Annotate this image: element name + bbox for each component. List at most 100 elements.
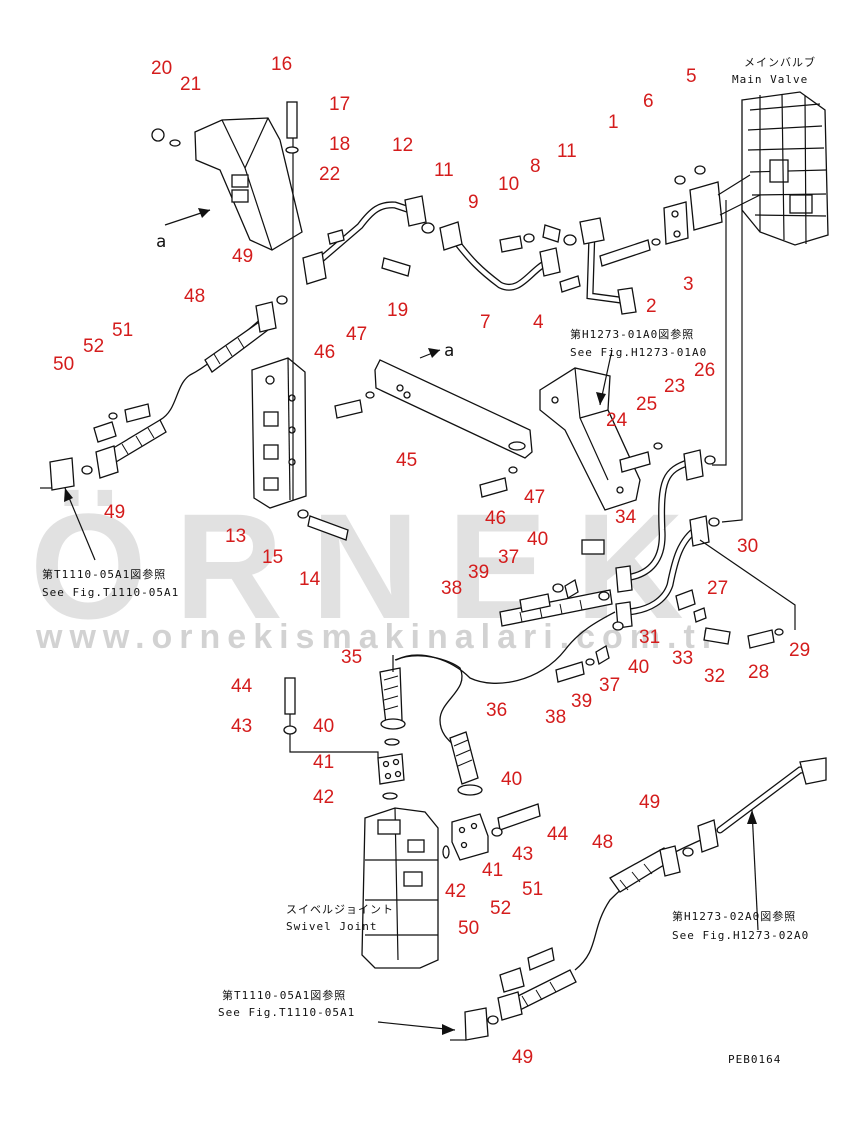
part-label-3: 3 <box>683 274 694 295</box>
caption-ref-h127302-jp: 第H1273-02A0図参照 <box>672 909 796 923</box>
part-label-2: 2 <box>646 296 657 317</box>
part-label-28: 28 <box>748 662 769 683</box>
part-label-37a: 37 <box>498 547 519 568</box>
caption-ref-t111005-b-en: See Fig.T1110-05A1 <box>218 1006 355 1019</box>
part-label-50b: 50 <box>458 918 479 939</box>
part-label-26: 26 <box>694 360 715 381</box>
part-label-17: 17 <box>329 94 350 115</box>
part-label-16: 16 <box>271 54 292 75</box>
hose-35 <box>380 655 406 730</box>
fasteners <box>81 101 784 1025</box>
part-label-11b: 11 <box>557 141 577 162</box>
part-label-47b: 47 <box>524 487 545 508</box>
diagram-code: PEB0164 <box>728 1053 781 1066</box>
part-label-44a: 44 <box>231 676 253 697</box>
part-label-49d: 49 <box>512 1047 533 1068</box>
part-label-11a: 11 <box>434 160 454 181</box>
caption-main-valve-en: Main Valve <box>732 73 808 86</box>
bracket-24 <box>539 367 641 511</box>
part-label-13: 13 <box>225 526 246 547</box>
part-label-8: 8 <box>530 156 541 177</box>
watermark-logo: ÖRNEK <box>30 482 712 650</box>
part-label-39a: 39 <box>468 562 489 583</box>
part-label-10: 10 <box>498 174 519 195</box>
bracket-45 <box>374 359 533 459</box>
part-label-41b: 41 <box>482 860 503 881</box>
leader-lines <box>699 200 796 630</box>
part-label-29: 29 <box>789 640 810 661</box>
hose-36 <box>379 589 616 796</box>
hose-lower-left <box>450 967 577 1041</box>
main-valve <box>741 91 829 246</box>
bracket-16 <box>194 117 303 251</box>
caption-swivel-en: Swivel Joint <box>286 920 377 933</box>
caption-ref-h127302-en: See Fig.H1273-02A0 <box>672 929 809 942</box>
part-label-18: 18 <box>329 134 350 155</box>
pipe-7 <box>439 221 561 291</box>
part-label-32: 32 <box>704 666 725 687</box>
pipe-2 <box>579 217 637 315</box>
part-labels: 1 2 3 4 5 6 7 8 9 10 11 11 12 13 14 15 1… <box>53 54 810 1068</box>
arrows <box>64 208 759 1035</box>
part-label-51a: 51 <box>112 320 133 341</box>
part-label-42a: 42 <box>313 787 334 808</box>
block-41-lower <box>442 813 489 861</box>
part-label-20: 20 <box>151 58 172 79</box>
part-label-15: 15 <box>262 547 283 568</box>
part-label-52a: 52 <box>83 336 104 357</box>
part-label-46a: 46 <box>314 342 335 363</box>
part-label-4: 4 <box>533 312 544 333</box>
part-label-35: 35 <box>341 647 362 668</box>
part-label-12: 12 <box>392 135 413 156</box>
pipe-12 <box>302 195 427 285</box>
part-label-40d: 40 <box>501 769 522 790</box>
arrow-label-a2: a <box>444 341 455 361</box>
part-label-39b: 39 <box>571 691 592 712</box>
part-label-38a: 38 <box>441 578 462 599</box>
part-label-45: 45 <box>396 450 417 471</box>
part-label-44b: 44 <box>547 824 569 845</box>
part-label-6: 6 <box>643 91 654 112</box>
part-label-41a: 41 <box>313 752 334 773</box>
part-label-30: 30 <box>737 536 758 557</box>
part-label-50a: 50 <box>53 354 74 375</box>
part-label-14: 14 <box>299 569 321 590</box>
caption-ref-t111005-b-jp: 第T1110-05A1図参照 <box>222 988 346 1002</box>
part-label-24: 24 <box>606 410 628 431</box>
part-label-52b: 52 <box>490 898 511 919</box>
part-label-42b: 42 <box>445 881 466 902</box>
part-label-40b: 40 <box>628 657 649 678</box>
part-label-37b: 37 <box>599 675 620 696</box>
part-label-27: 27 <box>707 578 728 599</box>
part-label-48a: 48 <box>184 286 205 307</box>
part-label-40a: 40 <box>527 529 548 550</box>
part-label-31: 31 <box>639 627 660 648</box>
part-label-49c: 49 <box>639 792 660 813</box>
part-label-38b: 38 <box>545 707 566 728</box>
part-label-49a: 49 <box>232 246 253 267</box>
caption-ref-t111005-a-jp: 第T1110-05A1図参照 <box>42 567 166 581</box>
caption-ref-h127301-en: See Fig.H1273-01A0 <box>570 346 707 359</box>
part-label-1: 1 <box>608 112 619 133</box>
part-label-47a: 47 <box>346 324 367 345</box>
pipe-27 <box>581 449 710 629</box>
part-label-33: 33 <box>672 648 693 669</box>
part-label-21: 21 <box>180 74 201 95</box>
part-label-40c: 40 <box>313 716 334 737</box>
clamp-13 <box>251 122 307 509</box>
part-label-25: 25 <box>636 394 657 415</box>
swivel-joint <box>361 807 439 969</box>
part-label-49b: 49 <box>104 502 125 523</box>
part-label-43b: 43 <box>512 844 533 865</box>
part-label-48b: 48 <box>592 832 613 853</box>
caption-ref-t111005-a-en: See Fig.T1110-05A1 <box>42 586 179 599</box>
captions: メインバルブ Main Valve 第H1273-01A0図参照 See Fig… <box>42 55 815 1066</box>
hose-upper-left <box>40 301 277 491</box>
part-label-5: 5 <box>686 66 697 87</box>
part-label-7: 7 <box>480 312 491 333</box>
part-label-51b: 51 <box>522 879 543 900</box>
part-label-22: 22 <box>319 164 340 185</box>
caption-ref-h127301-jp: 第H1273-01A0図参照 <box>570 327 694 341</box>
